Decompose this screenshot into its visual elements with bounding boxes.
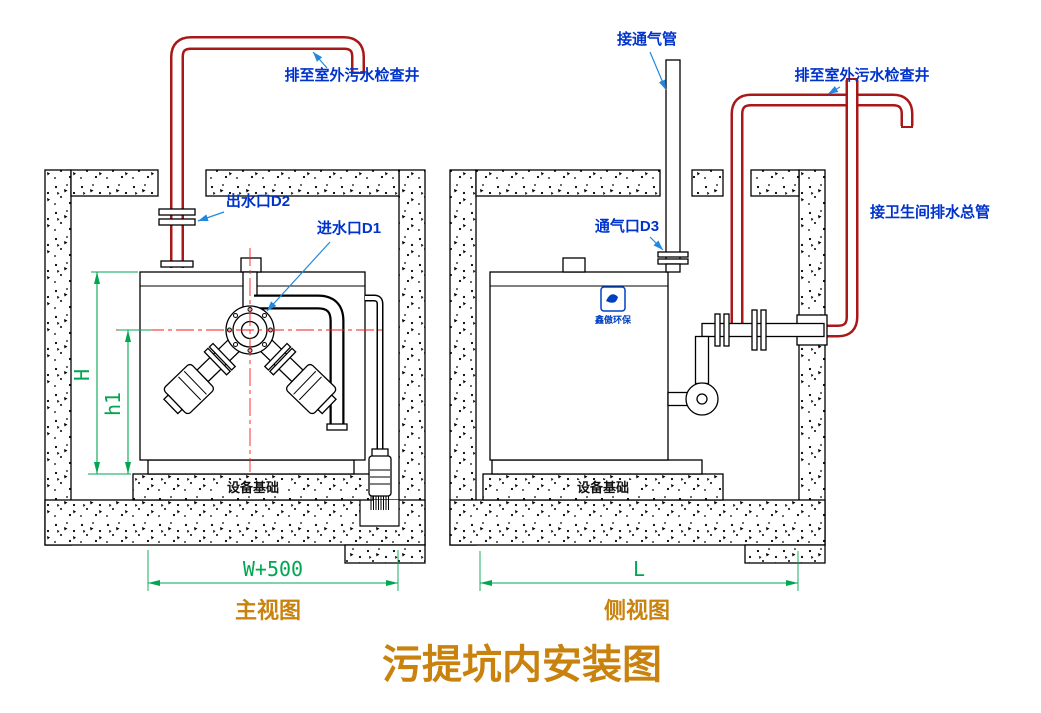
concrete-step [744, 544, 826, 564]
base-frame-front [147, 459, 355, 475]
leader-discharge-side [827, 85, 841, 95]
pipe-flanges-side [714, 309, 767, 351]
leader-inlet-d1 [266, 241, 331, 312]
concrete-floor [449, 499, 826, 546]
callout-outlet-d2: 出水口D2 [226, 192, 290, 210]
vent-pipe [657, 59, 689, 273]
foundation-label-front: 设备基础 [227, 480, 279, 495]
leader-vent-connect [649, 51, 667, 91]
centerlines-front [116, 248, 384, 472]
foundation-label-bg-side [571, 480, 635, 496]
discharge-pipe-front [170, 36, 365, 268]
outlet-flanges [158, 208, 196, 268]
callout-discharge-side: 排至室外污水检查井 [794, 66, 929, 84]
callout-discharge-front: 排至室外污水检查井 [284, 66, 419, 84]
callout-vent-d3: 通气口D3 [595, 217, 659, 235]
brand-text: 鑫傲环保 [594, 314, 632, 325]
dimension-w500: W+500 [147, 550, 399, 591]
grinder-pump-left [163, 337, 243, 415]
base-frame-side [491, 459, 703, 475]
brand-logo: 鑫傲环保 [594, 286, 632, 325]
callout-vent-connect: 接通气管 [617, 30, 677, 48]
side-view-title: 侧视图 [604, 598, 670, 623]
internal-elbow-pipe [254, 294, 348, 431]
concrete-wall-left [44, 169, 72, 546]
tank-side [489, 257, 669, 461]
leader-discharge-front [312, 51, 328, 69]
concrete-top-a [475, 169, 661, 197]
dim-h-label: H [70, 369, 94, 381]
concrete-wall-right [398, 169, 426, 546]
tank-top-cap [240, 257, 262, 273]
dim-w500-label: W+500 [243, 557, 303, 581]
dimension-l: L [479, 551, 799, 591]
front-view-title: 主视图 [235, 598, 301, 623]
concrete-top-b [691, 169, 724, 197]
front-view: H h1 W+500 设备基础 出水口D2 进水口D1 排至室外污水检查井 主视… [44, 36, 426, 623]
diagram-title: 污提坑内安装图 [382, 643, 662, 687]
tank-top-cap [562, 257, 586, 273]
callout-toilet-main: 接卫生间排水总管 [870, 203, 990, 221]
dimension-h: H [70, 271, 138, 475]
dim-h1-label: h1 [101, 392, 125, 416]
concrete-top-right [205, 169, 400, 197]
grinder-pump-right [257, 337, 337, 415]
sump-recess [359, 500, 400, 527]
discharge-pipe-side [730, 93, 914, 336]
leader-outlet-d2 [197, 211, 225, 222]
foundation-label-side: 设备基础 [577, 480, 629, 495]
concrete-top-c [750, 169, 800, 197]
concrete-top-left [70, 169, 159, 197]
leader-vent-d3 [649, 236, 664, 251]
dimension-h1: h1 [101, 329, 152, 474]
callout-inlet-d1: 进水口D1 [317, 219, 381, 237]
pump-assembly-side [667, 335, 719, 416]
concrete-step [344, 544, 426, 564]
concrete-wall-right [798, 169, 826, 546]
submersible-pump [365, 294, 392, 510]
dim-l-label: L [633, 557, 645, 581]
side-view: 鑫傲环保 L 设备基础 接通气管 排至室外污水检查 [449, 30, 990, 623]
foundation-label-bg-front [221, 480, 285, 496]
concrete-wall-left [449, 169, 477, 546]
toilet-main-pipe [822, 78, 859, 338]
